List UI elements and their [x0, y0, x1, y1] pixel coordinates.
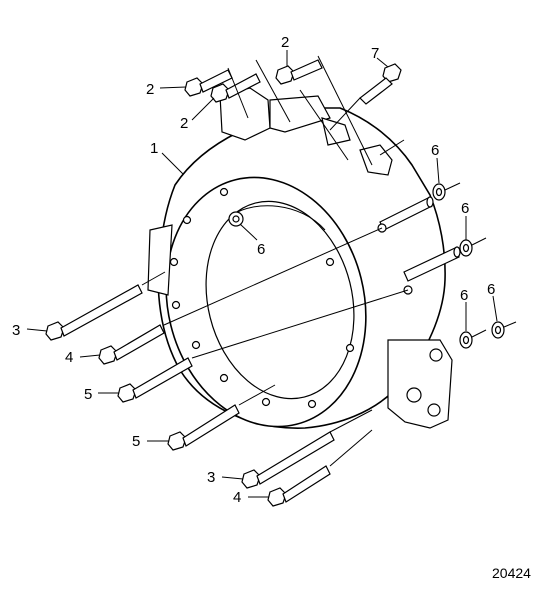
- bolt-5-lower: [167, 404, 240, 451]
- bolt-4-lower: [267, 465, 331, 507]
- callout-6-upper-right: 6: [431, 142, 439, 159]
- callout-3-lower: 3: [207, 469, 215, 486]
- callout-6-lower-right-b: 6: [487, 281, 495, 298]
- callout-1: 1: [150, 140, 158, 157]
- bolt-2b: [210, 73, 261, 103]
- figure-number: 20424: [492, 565, 531, 581]
- callout-2-top: 2: [281, 34, 289, 51]
- nut-6-c: [459, 331, 473, 349]
- nut-6-b: [459, 239, 473, 257]
- callout-3-upper: 3: [12, 322, 20, 339]
- bolt-3-upper: [45, 284, 143, 341]
- callout-7: 7: [371, 45, 379, 62]
- bolt-7: [359, 63, 402, 105]
- bolt-4-upper: [98, 324, 165, 365]
- callout-5-upper: 5: [84, 386, 92, 403]
- flange-holes: [169, 187, 355, 409]
- callout-6-inner: 6: [257, 241, 265, 258]
- callout-4-lower: 4: [233, 489, 241, 506]
- callout-5-lower: 5: [132, 433, 140, 450]
- callout-2-left: 2: [146, 81, 154, 98]
- housing-studs: [377, 196, 461, 295]
- leader-lines: [26, 50, 498, 498]
- callout-6-mid-right: 6: [461, 200, 469, 217]
- bolt-2c: [275, 59, 323, 85]
- callout-labels: 1 2 2 2 3 3 4 4 5 5 6 6 6 6 6 7: [12, 34, 495, 506]
- flywheel-housing: [147, 87, 461, 429]
- callout-4-upper: 4: [65, 349, 73, 366]
- callout-2-middle: 2: [180, 115, 188, 132]
- nuts: [228, 183, 505, 349]
- nut-6-d: [491, 321, 505, 339]
- bolt-3-lower: [241, 431, 335, 489]
- center-lines: [141, 55, 517, 467]
- nut-6-a: [432, 183, 446, 201]
- bolt-5-upper: [117, 357, 193, 403]
- nut-6-e: [228, 211, 244, 227]
- bolts: [45, 59, 402, 507]
- callout-6-lower-right-a: 6: [460, 287, 468, 304]
